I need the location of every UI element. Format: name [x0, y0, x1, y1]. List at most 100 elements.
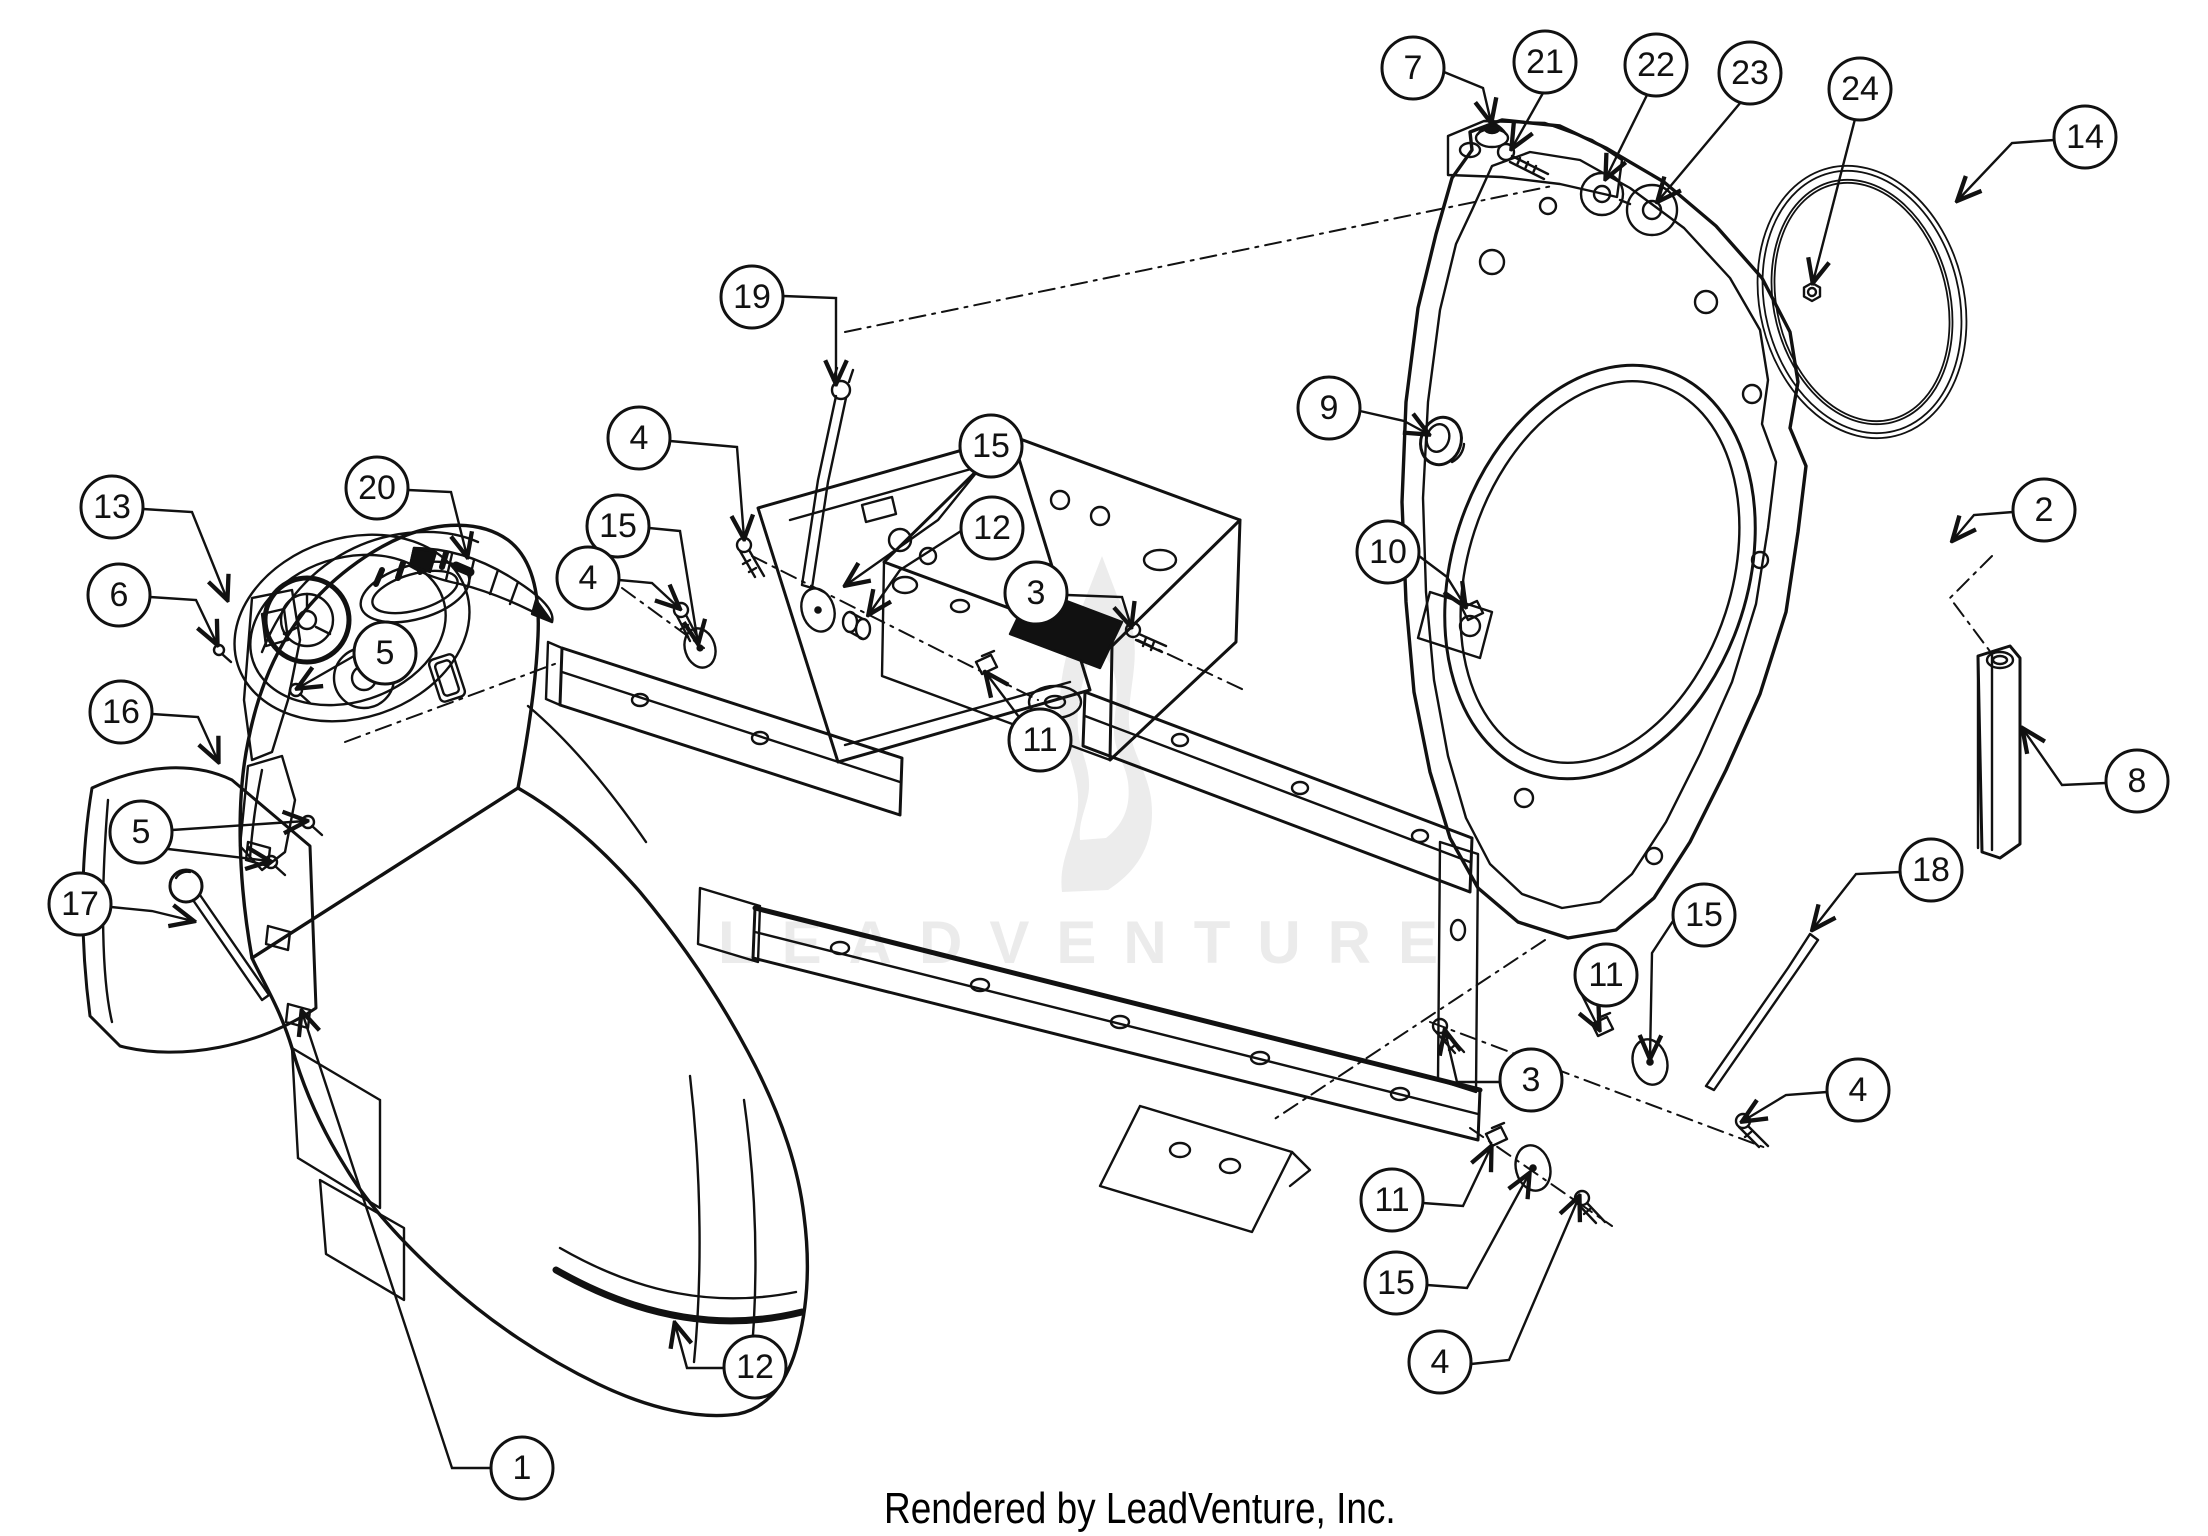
leader-line — [1470, 1197, 1579, 1366]
balloon-4[interactable]: 4 — [1825, 1057, 1891, 1123]
balloon-circle[interactable] — [88, 679, 154, 745]
balloon-2[interactable]: 2 — [2011, 477, 2077, 543]
balloon-14[interactable]: 14 — [2052, 104, 2118, 170]
balloon-circle[interactable] — [47, 871, 113, 937]
balloon-circle[interactable] — [1827, 56, 1893, 122]
balloon-circle[interactable] — [1355, 519, 1421, 585]
balloon-11[interactable]: 11 — [1007, 707, 1073, 773]
balloon-13[interactable]: 13 — [79, 474, 145, 540]
balloon-number: 10 — [1369, 533, 1407, 571]
balloon-12[interactable]: 12 — [722, 1334, 788, 1400]
indicator-bezel-20 — [408, 546, 554, 624]
balloon-circle[interactable] — [1573, 942, 1639, 1008]
balloon-circle[interactable] — [606, 405, 672, 471]
balloon-15[interactable]: 15 — [1363, 1250, 1429, 1316]
balloon-11[interactable]: 11 — [1359, 1167, 1425, 1233]
balloon-17[interactable]: 17 — [47, 871, 113, 937]
balloon-12[interactable]: 12 — [959, 495, 1025, 561]
balloon-15[interactable]: 15 — [1671, 882, 1737, 948]
leader-line — [1813, 118, 1857, 282]
washer-parts — [683, 587, 1669, 1192]
balloon-circle[interactable] — [1671, 882, 1737, 948]
balloon-7[interactable]: 7 — [1380, 35, 1446, 101]
balloon-circle[interactable] — [1359, 1167, 1425, 1233]
leader-line — [1418, 555, 1465, 606]
balloon-circle[interactable] — [958, 413, 1024, 479]
balloon-1[interactable]: 1 — [489, 1435, 555, 1501]
balloon-number: 4 — [1849, 1071, 1868, 1109]
balloon-16[interactable]: 16 — [88, 679, 154, 745]
nut-24-part — [1802, 281, 1822, 303]
balloon-8[interactable]: 8 — [2104, 748, 2170, 814]
balloon-9[interactable]: 9 — [1296, 375, 1362, 441]
balloon-circle[interactable] — [1898, 837, 1964, 903]
balloon-22[interactable]: 22 — [1623, 32, 1689, 98]
balloon-circle[interactable] — [1363, 1250, 1429, 1316]
balloon-circle[interactable] — [1623, 32, 1689, 98]
balloon-11[interactable]: 11 — [1573, 942, 1639, 1008]
frame-bracket-plate — [1098, 1104, 1312, 1234]
balloon-circle[interactable] — [1717, 40, 1783, 106]
balloon-circle[interactable] — [1380, 35, 1446, 101]
balloon-circle[interactable] — [1407, 1329, 1473, 1395]
balloon-20[interactable]: 20 — [344, 455, 410, 521]
balloon-circle[interactable] — [722, 1334, 788, 1400]
leader-line — [1512, 92, 1545, 148]
balloon-circle[interactable] — [344, 455, 410, 521]
balloon-number: 12 — [736, 1348, 774, 1386]
balloon-number: 24 — [1841, 70, 1879, 108]
leader-line — [846, 472, 977, 585]
balloon-circle[interactable] — [1003, 560, 1069, 626]
balloon-18[interactable]: 18 — [1898, 837, 1964, 903]
balloon-15[interactable]: 15 — [585, 493, 651, 559]
balloon-number: 9 — [1320, 389, 1339, 427]
balloon-circle[interactable] — [1296, 375, 1362, 441]
balloon-4[interactable]: 4 — [555, 545, 621, 611]
balloon-5[interactable]: 5 — [352, 620, 418, 686]
balloon-number: 6 — [110, 576, 129, 614]
leader-line — [1606, 94, 1649, 178]
balloon-circle[interactable] — [555, 545, 621, 611]
balloon-4[interactable]: 4 — [1407, 1329, 1473, 1395]
balloon-19[interactable]: 19 — [719, 264, 785, 330]
balloon-circle[interactable] — [1007, 707, 1073, 773]
balloon-21[interactable]: 21 — [1512, 29, 1578, 95]
leader-line — [142, 507, 227, 599]
leader-line — [1650, 920, 1675, 1058]
leader-line — [1658, 101, 1742, 201]
balloon-number: 15 — [1377, 1264, 1415, 1302]
balloon-6[interactable]: 6 — [86, 562, 152, 628]
balloon-10[interactable]: 10 — [1355, 519, 1421, 585]
balloon-circle[interactable] — [959, 495, 1025, 561]
frame-web-right — [1436, 840, 1480, 1094]
balloon-number: 11 — [1022, 721, 1057, 759]
balloon-circle[interactable] — [2011, 477, 2077, 543]
balloon-circle[interactable] — [79, 474, 145, 540]
balloon-circle[interactable] — [1498, 1047, 1564, 1113]
balloon-number: 14 — [2066, 118, 2104, 156]
balloon-circle[interactable] — [2052, 104, 2118, 170]
balloon-circle[interactable] — [719, 264, 785, 330]
balloon-circle[interactable] — [1512, 29, 1578, 95]
balloon-circle[interactable] — [352, 620, 418, 686]
balloon-23[interactable]: 23 — [1717, 40, 1783, 106]
balloon-number: 11 — [1588, 956, 1623, 994]
clip-bracket-10 — [1416, 590, 1494, 660]
balloon-circle[interactable] — [1825, 1057, 1891, 1123]
balloon-5[interactable]: 5 — [108, 799, 174, 865]
balloon-circle[interactable] — [86, 562, 152, 628]
leader-line — [1813, 870, 1901, 929]
balloon-circle[interactable] — [489, 1435, 555, 1501]
balloon-24[interactable]: 24 — [1827, 56, 1893, 122]
balloon-circle[interactable] — [585, 493, 651, 559]
balloon-15[interactable]: 15 — [958, 413, 1024, 479]
balloon-circle[interactable] — [108, 799, 174, 865]
balloon-circle[interactable] — [2104, 748, 2170, 814]
leader-line — [1445, 1031, 1500, 1084]
balloon-4[interactable]: 4 — [606, 405, 672, 471]
balloon-3[interactable]: 3 — [1498, 1047, 1564, 1113]
link-rod-18 — [1704, 932, 1820, 1092]
balloon-number: 15 — [972, 427, 1010, 465]
belt-14-part — [1756, 164, 1968, 440]
balloon-3[interactable]: 3 — [1003, 560, 1069, 626]
